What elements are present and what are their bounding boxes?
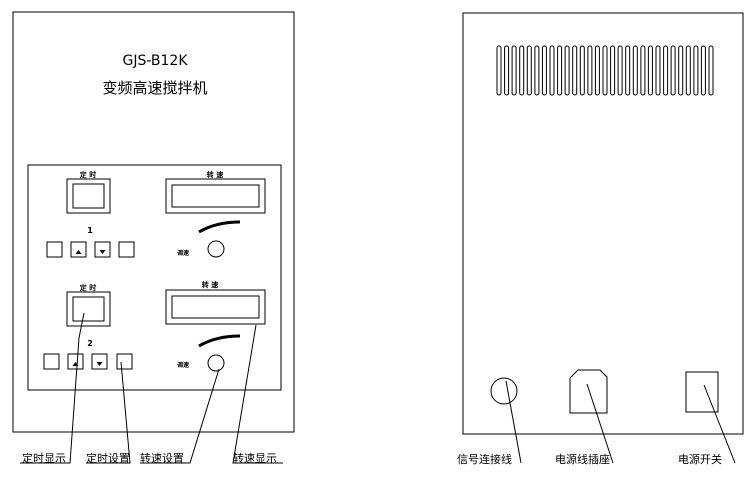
unit1-timer-label: 定 时: [80, 170, 96, 179]
vent-slot: [526, 45, 532, 96]
vent-slot: [594, 45, 600, 96]
callout-timer-display: 定时显示: [22, 451, 66, 465]
front-view: GJS-B12K 变频高速搅拌机 定 时 转 速 1 调速 定 时: [12, 11, 295, 465]
unit2-set-button[interactable]: [43, 353, 60, 370]
unit1-timer-display: [72, 183, 105, 209]
leader-speed-setting: [140, 368, 220, 464]
back-view: 信号连接线 电源线插座 电源开关: [457, 12, 744, 466]
unit2-speed-display-frame: [165, 289, 266, 325]
vent-slot: [700, 45, 706, 96]
leader-speed-display: [232, 324, 283, 464]
vent-slot: [663, 45, 669, 96]
unit1-speed-display: [171, 184, 260, 208]
vent-slot: [647, 45, 653, 96]
leader-power-socket: [586, 383, 614, 464]
callout-power-socket: 电源线插座: [555, 452, 610, 466]
unit2-up-button[interactable]: [67, 353, 84, 370]
unit2-speed-knob[interactable]: [207, 354, 225, 372]
vent-slot: [655, 45, 661, 96]
unit2-down-arrow-icon: [96, 362, 103, 366]
power-switch[interactable]: [685, 371, 719, 413]
control-panel: [27, 164, 282, 391]
vent-slot: [496, 45, 502, 96]
vent-slot: [693, 45, 699, 96]
vent-slot: [632, 45, 638, 96]
unit1-knob-label: 调速: [177, 249, 189, 257]
vent-slot: [587, 45, 593, 96]
vent-slot: [504, 45, 510, 96]
front-housing: [12, 11, 295, 433]
callout-signal-port: 信号连接线: [457, 452, 512, 466]
unit1-up-button[interactable]: [70, 241, 87, 258]
leader-timer-setting: [86, 361, 131, 464]
leader-timer-display: [20, 312, 85, 464]
vent-slot: [511, 45, 517, 96]
unit1-number: 1: [87, 226, 93, 235]
unit1-down-button[interactable]: [94, 241, 111, 258]
vent-slot: [685, 45, 691, 96]
unit2-number: 2: [87, 339, 93, 348]
unit1-speed-display-frame: [165, 178, 266, 214]
vent-slot: [549, 45, 555, 96]
unit1-set-button[interactable]: [46, 241, 63, 258]
vent-slot: [519, 45, 525, 96]
vent-slot: [579, 45, 585, 96]
front-leaders: [20, 312, 283, 464]
unit1-up-arrow-icon: [75, 250, 82, 254]
unit2-speed-label: 转 速: [202, 280, 218, 289]
unit2-knob-label: 调速: [177, 361, 189, 369]
callout-speed-display: 转速显示: [233, 451, 277, 465]
model-label: GJS-B12K: [122, 53, 188, 69]
machine-name: 变频高速搅拌机: [102, 79, 207, 97]
unit1-speed-arc-icon: [198, 220, 241, 234]
leader-power-switch: [703, 384, 736, 464]
unit1-down-arrow-icon: [99, 250, 106, 254]
unit-1: 定 时 转 速 1 调速: [46, 170, 266, 258]
power-socket[interactable]: [569, 369, 608, 414]
vent-slot: [534, 45, 540, 96]
unit2-run-button[interactable]: [116, 353, 133, 370]
unit2-timer-display-frame: [66, 291, 111, 327]
vent-slot: [610, 45, 616, 96]
leader-signal-port: [505, 380, 522, 464]
callout-timer-setting: 定时设置: [86, 451, 130, 465]
unit1-timer-display-frame: [66, 178, 111, 214]
unit2-speed-display: [171, 295, 260, 319]
ventilation-slots: [496, 45, 714, 96]
unit2-timer-display: [72, 296, 105, 322]
vent-slot: [602, 45, 608, 96]
callout-speed-setting: 转速设置: [140, 451, 184, 465]
vent-slot: [541, 45, 547, 96]
callout-power-switch: 电源开关: [678, 452, 722, 466]
vent-slot: [678, 45, 684, 96]
vent-slot: [640, 45, 646, 96]
unit2-timer-label: 定 时: [80, 283, 96, 292]
unit1-speed-label: 转 速: [207, 170, 223, 179]
vent-slot: [670, 45, 676, 96]
vent-slot: [617, 45, 623, 96]
vent-slot: [564, 45, 570, 96]
vent-slot: [557, 45, 563, 96]
back-leaders: [505, 380, 736, 464]
unit2-down-button[interactable]: [91, 353, 108, 370]
signal-port[interactable]: [490, 377, 518, 405]
vent-slot: [572, 45, 578, 96]
unit1-speed-knob[interactable]: [207, 240, 225, 258]
unit2-speed-arc-icon: [198, 334, 241, 348]
unit1-run-button[interactable]: [118, 241, 135, 258]
vent-slot: [625, 45, 631, 96]
vent-slot: [708, 45, 714, 96]
